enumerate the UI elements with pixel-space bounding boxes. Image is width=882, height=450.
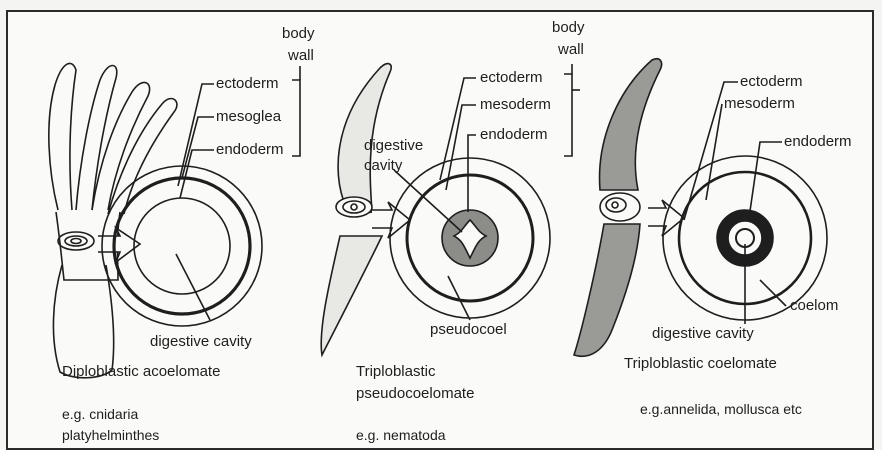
panel-1-tentacle [49,63,76,210]
panel-2-arrow [372,202,410,238]
panel-1-endoderm-label: endoderm [216,142,284,157]
panel-3-digestive-label: digestive cavity [652,326,754,341]
panel-1-endoderm-ring [134,198,230,294]
panel-1-section-mark [58,232,94,250]
panel-3-endoderm-label: endoderm [784,134,852,149]
panel-1-title: Diploblastic acoelomate [62,364,220,379]
panel-1-mesoglea-label: mesoglea [216,109,281,124]
panel-1-digestive-leader [176,254,210,320]
panel-1-polyp-base [53,265,113,378]
panel-2-digestive-label-line2: cavity [364,158,402,173]
panel-1-bodywall-bracket [292,80,300,156]
panel-1-bodywall-label-line2: wall [288,48,314,63]
panel-1-bodywall-label-line1: body [282,26,315,41]
panel-1-section-mark [65,236,87,246]
panel-1-examples-line2: platyhelminthes [62,428,159,442]
panel-2-endoderm-leader [468,135,476,212]
panel-2-bodywall-label-line1: body [552,20,585,35]
panel-3-worm-upper [600,59,662,190]
panel-1-examples-line1: e.g. cnidaria [62,407,138,421]
panel-2-title-line1: Triploblastic [356,364,435,379]
panel-1-digestive-label: digestive cavity [150,334,252,349]
panel-2-endoderm-label: endoderm [480,127,548,142]
panel-1-ectoderm-label: ectoderm [216,76,279,91]
panel-2-bodywall-label-line2: wall [558,42,584,57]
panel-3-worm-lower [574,224,640,356]
panel-3-title: Triploblastic coelomate [624,356,777,371]
panel-2-worm-lower [321,236,382,355]
panel-2-title-line2: pseudocoelomate [356,386,474,401]
panel-3-coelom-label: coelom [790,298,838,313]
panel-3-examples: e.g.annelida, mollusca etc [640,402,802,416]
panel-3-mesoderm-label: mesoderm [724,96,795,111]
panel-2-digestive-label-line1: digestive [364,138,423,153]
panel-2-pseudocoel-label: pseudocoel [430,322,507,337]
panel-2-bodywall-bracket [564,74,572,156]
panel-2-mesoderm-label: mesoderm [480,97,551,112]
panel-2-section-mark [336,197,372,217]
panel-1-section-mark [71,239,81,244]
panel-2-examples: e.g. nematoda [356,428,446,442]
panel-2-ectoderm-label: ectoderm [480,70,543,85]
panel-3-ectoderm-label: ectoderm [740,74,803,89]
